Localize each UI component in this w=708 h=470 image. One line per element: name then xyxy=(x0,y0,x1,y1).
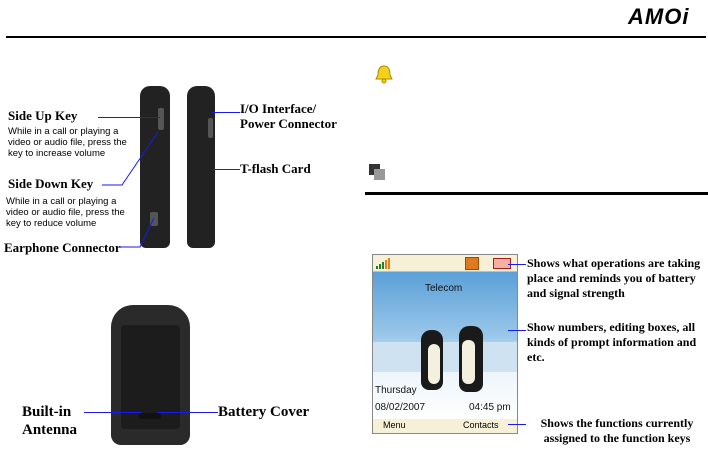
status-pointer xyxy=(508,264,526,265)
battery-pointer xyxy=(158,412,218,413)
io-interface-label: I/O Interface/ Power Connector xyxy=(240,101,337,131)
side-up-key-title: Side Up Key xyxy=(8,108,78,123)
functions-pointer xyxy=(508,424,526,425)
earphone-connector-label: Earphone Connector xyxy=(4,240,121,255)
bell-icon xyxy=(375,65,393,84)
content-pointer xyxy=(508,330,526,331)
time-text: 04:45 pm xyxy=(469,402,511,413)
date-text: 08/02/2007 xyxy=(375,402,426,413)
io-port-shape xyxy=(208,118,213,138)
penguin-right xyxy=(459,326,483,392)
soft-key-bar: Menu Contacts xyxy=(373,419,517,433)
penguin-left xyxy=(421,330,443,390)
antenna-pointer xyxy=(84,412,142,413)
phone-screen: Telecom Thursday 08/02/2007 04:45 pm Men… xyxy=(372,254,518,434)
status-annotation: Shows what operations are taking place a… xyxy=(527,256,701,300)
brand-logo: AMOi xyxy=(628,4,690,29)
side-down-key-title: Side Down Key xyxy=(8,176,94,191)
note-icon xyxy=(369,164,385,180)
functions-annotation: Shows the functions currently assigned t… xyxy=(540,416,694,445)
battery-cover-label: Battery Cover xyxy=(218,404,310,420)
side-up-key-desc: While in a call or playing a video or au… xyxy=(8,126,127,159)
io-pointer xyxy=(212,112,240,113)
phone-back-view xyxy=(111,305,190,445)
content-annotation: Show numbers, editing boxes, all kinds o… xyxy=(527,320,697,364)
side-down-key-desc: While in a call or playing a video or au… xyxy=(6,196,125,229)
day-text: Thursday xyxy=(375,385,417,396)
side-up-pointer xyxy=(98,117,160,118)
status-bar xyxy=(373,255,517,272)
side-up-key-button-shape xyxy=(158,108,164,130)
antenna-label: Built-in Antenna xyxy=(22,404,78,438)
battery-icon xyxy=(493,258,511,269)
signal-icon xyxy=(376,258,390,269)
network-name: Telecom xyxy=(425,283,463,294)
message-icon xyxy=(465,257,479,270)
tflash-pointer xyxy=(212,169,240,170)
soft-key-right[interactable]: Contacts xyxy=(463,420,499,430)
header-rule xyxy=(6,36,706,38)
wallpaper-image xyxy=(373,272,517,419)
earphone-pointer xyxy=(120,217,155,248)
tflash-card-label: T-flash Card xyxy=(240,161,311,176)
soft-key-left[interactable]: Menu xyxy=(383,420,406,430)
side-down-pointer xyxy=(102,131,159,186)
section-rule xyxy=(365,192,708,195)
phone-right-side-view xyxy=(187,86,215,248)
